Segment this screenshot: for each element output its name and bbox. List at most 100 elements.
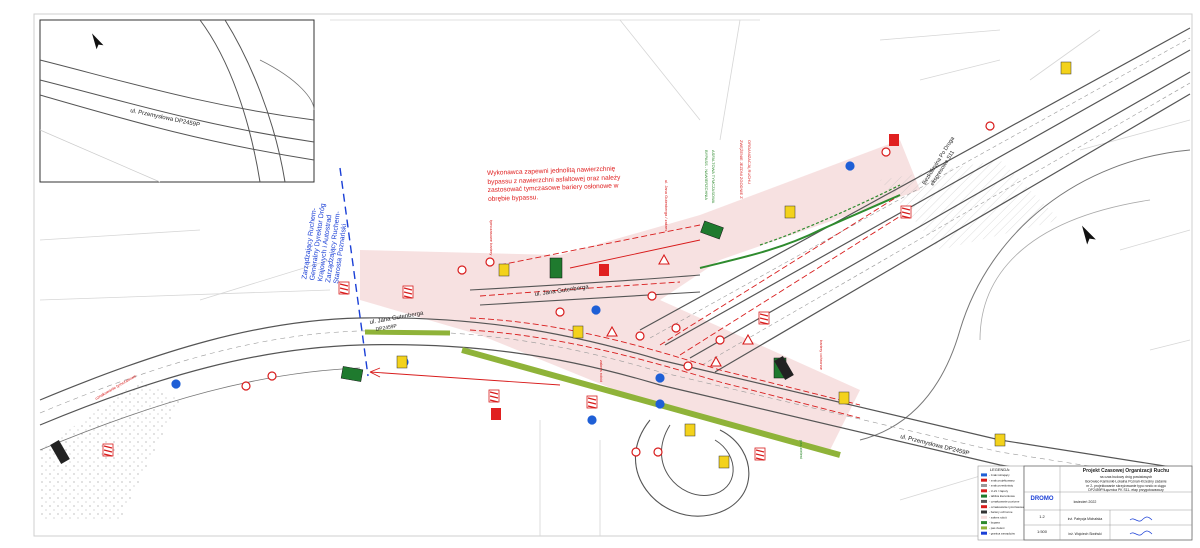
legend-item: - oznakowanie tymczasowe: [989, 505, 1025, 509]
checker-name: inż. Wojciech Siwiński: [1068, 532, 1101, 536]
svg-text:ul. Jana Gutenberga / zakres: ul. Jana Gutenberga / zakres: [664, 180, 669, 231]
green-band-left: [364, 329, 451, 336]
expressway-s11: [639, 27, 1191, 373]
info-board-icon: [774, 355, 794, 381]
management-boundary-line: [339, 167, 369, 377]
chevron-board-icon: [102, 443, 114, 457]
legend-item: - znak projektowany: [989, 478, 1015, 482]
warning-board-icon: [838, 391, 850, 405]
warning-board-icon: [784, 205, 796, 219]
legend-item: - pas zieleni: [989, 526, 1005, 530]
warning-board-icon: [1060, 61, 1072, 75]
company-logo: DROMO: [1031, 496, 1054, 502]
prohibition-sign-icon: [485, 257, 495, 267]
legend-swatch: [981, 484, 987, 487]
legend-item: - U-21 / zapory: [989, 489, 1009, 493]
roundabout-sign-icon: [171, 379, 181, 389]
yield-sign-icon: [742, 333, 754, 345]
prohibition-sign-icon: [647, 291, 657, 301]
legend-item: - tablica kierunkowa: [989, 494, 1015, 498]
drawing-scale: 1:500: [1037, 529, 1048, 534]
warning-board-icon: [994, 433, 1006, 447]
title-block: DROMO Projekt Czasowej Organizacji Ruchu…: [1023, 465, 1193, 541]
prohibition-sign-icon: [241, 381, 251, 391]
loop-ramp: [635, 419, 750, 517]
street-label-dp2459p: DP2459P: [375, 323, 398, 333]
prohibition-sign-icon: [985, 121, 995, 131]
prohibition-sign-icon: [267, 371, 277, 381]
svg-text:ZWĘŻENIE JEZDNI ZGODNIE Z: ZWĘŻENIE JEZDNI ZGODNIE Z: [739, 140, 744, 199]
legend-item: - bariery ochronne: [989, 510, 1013, 514]
barrier-icon: [599, 264, 609, 276]
project-desc-4: DP2459P/Łącznica PK S11- etap przygotowa…: [1088, 488, 1164, 492]
yield-sign-icon: [710, 355, 722, 367]
chevron-board-icon: [900, 205, 912, 219]
legend-item: - znak istniejący: [989, 473, 1010, 477]
prohibition-sign-icon: [653, 447, 663, 457]
embankment-right: [880, 160, 1060, 250]
prohibition-sign-icon: [457, 265, 467, 275]
roundabout-sign-icon: [845, 161, 855, 171]
signature: [1129, 530, 1153, 536]
signature: [1129, 516, 1153, 522]
bypass-line: [699, 194, 901, 269]
chevron-board-icon: [338, 281, 350, 295]
svg-text:ASFALTOWA TYMCZASOWA: ASFALTOWA TYMCZASOWA: [711, 150, 716, 204]
legend-swatch: [981, 478, 987, 482]
legend-swatch: [981, 515, 987, 519]
svg-text:pas zieleni: pas zieleni: [799, 440, 804, 459]
direction-sign-icon: [549, 257, 563, 279]
green-band-lower: [461, 347, 841, 458]
prohibition-sign-icon: [635, 331, 645, 341]
svg-text:bariery ochronne: bariery ochronne: [819, 340, 824, 371]
barrier-icon: [491, 408, 501, 420]
warning-board-icon: [684, 423, 696, 437]
drawing-number: 1.2: [1039, 514, 1045, 519]
project-desc-3: nr 2- projektowanie skrzyżowanie typu ro…: [1086, 484, 1166, 488]
warning-board-icon: [498, 263, 510, 277]
roundabout-sign-icon: [587, 415, 597, 425]
legend: LEGENDA: - znak istniejący- znak projekt…: [977, 465, 1025, 541]
legend-swatch: [981, 494, 987, 498]
yield-sign-icon: [658, 253, 670, 265]
sheet-frame: [33, 13, 1193, 537]
svg-text:tymczasowe bariery: tymczasowe bariery: [489, 220, 494, 255]
inset-map: ul. Przemysłowa DP2459P: [39, 19, 315, 183]
warning-board-icon: [718, 455, 730, 469]
legend-item: - bypass: [989, 521, 1000, 525]
svg-text:ORGANIZACJĄ RUCHU: ORGANIZACJĄ RUCHU: [747, 140, 752, 184]
north-arrow-icon: [1082, 225, 1096, 245]
prohibition-sign-icon: [881, 147, 891, 157]
chevron-board-icon: [754, 447, 766, 461]
chevron-board-icon: [402, 285, 414, 299]
warning-board-icon: [572, 325, 584, 339]
legend-swatch: [981, 521, 987, 525]
designer-name: inż. Patrycja Michalska: [1068, 517, 1103, 521]
arrow-lines: [369, 239, 701, 386]
prohibition-sign-icon: [683, 361, 693, 371]
roundabout-sign-icon: [655, 373, 665, 383]
yield-sign-icon: [606, 325, 618, 337]
project-desc-1: na czas budowy dróg powiatowych: [1100, 475, 1153, 479]
chevron-board-icon: [758, 311, 770, 325]
temporary-markings: [469, 194, 911, 419]
legend-swatch: [981, 499, 987, 503]
roundabout-sign-icon: [591, 305, 601, 315]
chevron-board-icon: [488, 389, 500, 403]
road-gutenberga: [469, 274, 701, 306]
drawing-date: kwiecień 2022: [1074, 500, 1097, 504]
legend-item: - oznakowanie poziome: [989, 500, 1020, 504]
north-arrow-icon: [92, 33, 104, 50]
info-board-icon: [50, 439, 70, 465]
prohibition-sign-icon: [555, 307, 565, 317]
warning-board-icon: [396, 355, 408, 369]
legend-item: - znak przesłonięty: [989, 484, 1014, 488]
road-dp2459p: [39, 317, 1191, 496]
roundabout-sign-icon: [655, 399, 665, 409]
legend-swatch: [981, 531, 987, 535]
direction-sign-icon: [700, 220, 724, 240]
legend-item: - granica zarządców: [989, 531, 1016, 535]
project-desc-2: Borówiec-Kamionki-Lokalna Poznań-Krzesin…: [1085, 480, 1167, 484]
prohibition-sign-icon: [671, 323, 681, 333]
